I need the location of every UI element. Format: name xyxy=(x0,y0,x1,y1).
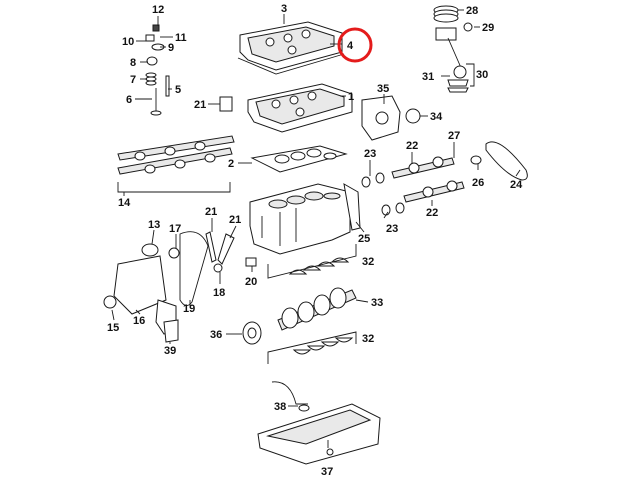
label-28: 28 xyxy=(466,5,478,17)
label-38: 38 xyxy=(274,401,286,413)
timing-cover-seal-part xyxy=(375,111,389,125)
label-9: 9 xyxy=(168,42,174,54)
label-29: 29 xyxy=(482,22,494,34)
label-20: 20 xyxy=(245,276,257,288)
main-bearings-lower-part xyxy=(292,337,354,355)
cylinder-head-part xyxy=(247,83,353,133)
label-8: 8 xyxy=(130,57,136,69)
label-10: 10 xyxy=(122,36,134,48)
valve-part xyxy=(150,88,162,116)
front-seal-part xyxy=(103,295,117,309)
bracket-part xyxy=(219,96,233,112)
drive-belt-part xyxy=(485,141,528,181)
camshafts-part xyxy=(117,135,235,175)
oil-pickup-tube-part xyxy=(271,381,308,405)
label-21-mid-left: 21 xyxy=(205,206,217,218)
label-4: 4 xyxy=(347,40,354,52)
label-18: 18 xyxy=(213,287,225,299)
crankshaft-part xyxy=(277,287,357,331)
balance-shaft-bearings-part xyxy=(361,172,405,216)
pickup-screen-part xyxy=(298,404,310,412)
grouping-brackets xyxy=(117,182,357,364)
pump-body-part xyxy=(163,319,179,343)
valve-spring-part xyxy=(145,72,157,86)
chain-guide-right-part xyxy=(217,233,235,265)
label-21-top: 21 xyxy=(194,99,206,111)
label-23-top: 23 xyxy=(364,148,376,160)
engine-block-part xyxy=(249,183,351,255)
label-15: 15 xyxy=(107,322,119,334)
label-37: 37 xyxy=(321,466,333,478)
label-6: 6 xyxy=(126,94,132,106)
label-1: 1 xyxy=(348,91,354,103)
balance-shaft-upper-part xyxy=(391,156,455,179)
chain-guide-left-part xyxy=(205,231,217,263)
callout-labels: 12 11 10 9 8 7 6 5 3 4 1 21 14 2 35 34 2… xyxy=(107,3,523,478)
label-3: 3 xyxy=(281,3,287,15)
highlight-circle xyxy=(337,27,373,63)
label-19: 19 xyxy=(183,303,195,315)
sprocket-part xyxy=(141,243,159,257)
label-12: 12 xyxy=(152,4,164,16)
label-39: 39 xyxy=(164,345,176,357)
connecting-rod-part xyxy=(447,37,469,93)
piston-pin-part xyxy=(463,22,473,32)
balance-shaft-lower-part xyxy=(403,180,465,203)
label-32-bottom: 32 xyxy=(362,333,374,345)
label-2: 2 xyxy=(228,158,234,170)
guide-part xyxy=(168,247,180,259)
block-side-bracket-part xyxy=(343,183,361,231)
label-31: 31 xyxy=(422,71,434,83)
label-32-top: 32 xyxy=(362,256,374,268)
crank-pulley-part xyxy=(242,321,262,345)
block-plug-part xyxy=(245,257,257,267)
label-17: 17 xyxy=(169,223,181,235)
label-13: 13 xyxy=(148,219,160,231)
label-21-mid-right: 21 xyxy=(229,214,241,226)
label-7: 7 xyxy=(130,74,136,86)
oil-pan-part xyxy=(257,403,381,465)
valve-cover-part xyxy=(237,21,345,75)
front-cover-part xyxy=(113,255,167,315)
tensioner-part xyxy=(470,155,482,165)
valve-guide-part xyxy=(165,75,170,97)
piston-part xyxy=(433,5,459,41)
valve-seal-part xyxy=(146,56,158,66)
valve-lock-part xyxy=(152,24,160,32)
leader-lines xyxy=(111,9,521,448)
label-30: 30 xyxy=(476,69,488,81)
label-24: 24 xyxy=(510,179,523,191)
label-16: 16 xyxy=(133,315,145,327)
label-33: 33 xyxy=(371,297,383,309)
label-35: 35 xyxy=(377,83,389,95)
label-14: 14 xyxy=(118,197,131,209)
label-22-top: 22 xyxy=(406,140,418,152)
timing-chain-part xyxy=(179,231,209,306)
valve-train-parts xyxy=(145,24,170,116)
head-gasket-part xyxy=(250,145,348,173)
retainer-part xyxy=(145,34,155,42)
label-5: 5 xyxy=(175,84,181,96)
label-34: 34 xyxy=(430,111,443,123)
label-25: 25 xyxy=(358,233,370,245)
label-23-bottom: 23 xyxy=(386,223,398,235)
tensioner-bolt-part xyxy=(213,263,223,273)
label-22-bottom: 22 xyxy=(426,207,438,219)
label-26: 26 xyxy=(472,177,484,189)
seal-part xyxy=(405,108,421,124)
label-36: 36 xyxy=(210,329,222,341)
label-11: 11 xyxy=(175,32,187,44)
label-27: 27 xyxy=(448,130,460,142)
